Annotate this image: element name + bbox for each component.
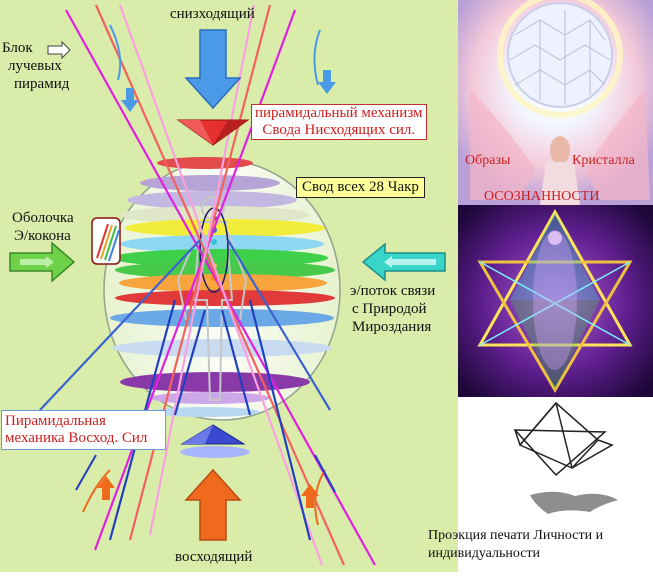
chakras-label: Свод всех 28 Чакр [296, 177, 425, 198]
images-label: Образы [465, 153, 511, 168]
descending-label: снизходящий [170, 6, 255, 22]
bottom-mechanism-line-2: механика Восход. Сил [5, 430, 148, 446]
bottom-pyramid [180, 424, 246, 445]
crystal-angel-panel [458, 0, 653, 205]
flow-label-2: с Природой [352, 301, 427, 317]
flow-curves [75, 24, 336, 526]
awareness-label: ОСОЗНАННОСТИ [484, 189, 600, 204]
small-arrow-left [121, 88, 139, 112]
inflow-arrow-left-inner [20, 256, 54, 268]
shell-box [91, 217, 121, 265]
flow-label-1: э/поток связи [350, 283, 436, 299]
crystal-label: Кристалла [572, 153, 635, 168]
top-mechanism-line-1: пирамидальный механизм [255, 105, 423, 121]
merkaba-panel [458, 205, 653, 397]
top-mechanism-line-2: Свода Нисходящих сил. [262, 122, 416, 138]
shell-label-1: Оболочка [12, 210, 74, 226]
pyramid-block-label-3: пирамид [14, 76, 70, 92]
descending-arrow [184, 29, 242, 110]
ascending-arrow [184, 468, 242, 541]
ascending-label: восходящий [175, 549, 253, 565]
top-mechanism-label: пирамидальный механизм Свода Нисходящих … [251, 104, 427, 140]
human-figure [176, 196, 248, 401]
pyramid-block-label-1: Блок [2, 40, 33, 56]
bottom-mechanism-line-1: Пирамидальная [5, 413, 106, 429]
projection-label-1: Проэкция печати Личности и [428, 528, 604, 543]
bottom-mechanism-label: Пирамидальная механика Восход. Сил [1, 410, 166, 450]
shell-label-2: Э/кокона [14, 228, 71, 244]
projection-label-2: индивидуальности [428, 546, 541, 561]
inflow-arrow-right-inner [384, 256, 436, 268]
pyramid-block-arrow [47, 40, 71, 60]
top-pyramid [176, 119, 250, 146]
projection-shadow [530, 491, 618, 514]
small-arrow-up-right [301, 484, 319, 508]
star-tetrahedron-drawing [513, 401, 614, 477]
flow-label-3: Мироздания [352, 319, 432, 335]
small-arrow-right [318, 70, 336, 94]
pyramid-block-label-2: лучевых [8, 58, 62, 74]
small-arrow-up-left [97, 476, 115, 500]
